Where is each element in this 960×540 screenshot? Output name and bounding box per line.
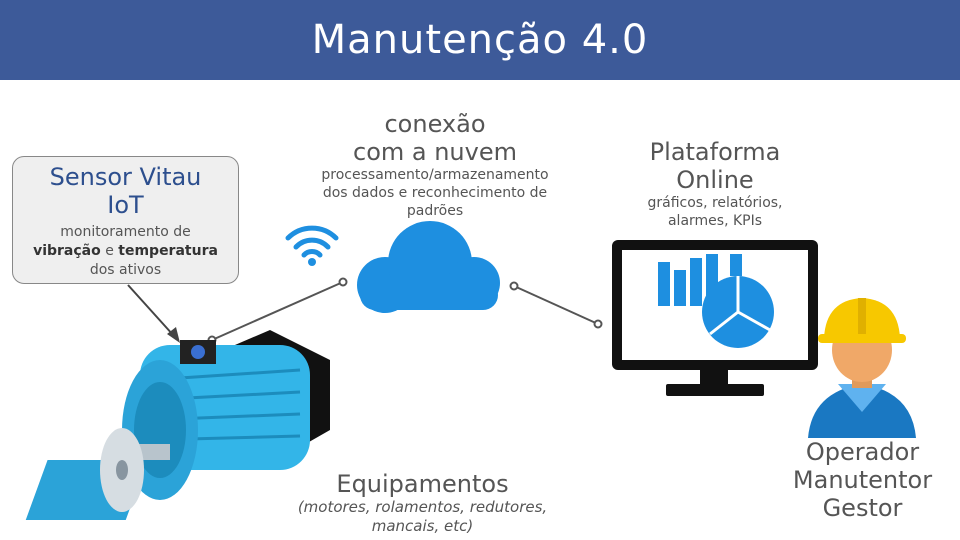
cloud-title-line2: com a nuvem: [353, 138, 517, 166]
sensor-desc-bold2: temperatura: [118, 243, 218, 259]
users-line2: Manutentor: [792, 466, 933, 494]
connection-lines: [207, 277, 603, 345]
platform-title-line1: Plataforma: [649, 138, 781, 166]
platform-label: Plataforma Online gráficos, relatórios, …: [620, 138, 810, 230]
platform-desc-line1: gráficos, relatórios,: [647, 195, 783, 211]
bar-chart-icon: [658, 254, 742, 306]
header-bar: [0, 0, 960, 80]
sensor-title-line1: Sensor Vitau: [49, 163, 202, 191]
monitor-icon: [612, 240, 818, 396]
users-label: Operador Manutentor Gestor: [770, 438, 955, 522]
sensor-desc-line2: vibração e temperatura: [13, 242, 238, 261]
equipment-desc-line1: (motores, rolamentos, redutores,: [297, 498, 548, 516]
equipment-label: Equipamentos (motores, rolamentos, redut…: [280, 470, 565, 536]
equipment-desc-line2: mancais, etc): [371, 517, 474, 535]
sensor-description: monitoramento de vibração e temperatura …: [13, 223, 238, 280]
callout-arrow: [127, 284, 180, 343]
platform-title-line2: Online: [676, 166, 754, 194]
worker-icon: [808, 298, 916, 438]
wifi-icon: [285, 225, 339, 266]
cloud-icon: [357, 221, 500, 313]
users-line3: Gestor: [822, 494, 903, 522]
equipment-title: Equipamentos: [336, 470, 509, 498]
page-title: Manutenção 4.0: [311, 17, 649, 63]
pie-chart-icon: [702, 276, 774, 348]
cloud-label: conexão com a nuvem processamento/armaze…: [300, 110, 570, 220]
sensor-title-line2: IoT: [107, 191, 144, 219]
sensor-desc-bold1: vibração: [33, 243, 101, 259]
cloud-desc-line2: dos dados e reconhecimento de: [322, 185, 548, 201]
cloud-desc-line3: padrões: [406, 203, 464, 219]
platform-desc-line2: alarmes, KPIs: [667, 213, 763, 229]
sensor-desc-line3: dos ativos: [89, 262, 162, 278]
sensor-desc-line1: monitoramento de: [60, 224, 191, 240]
sensor-title: Sensor Vitau IoT: [13, 163, 238, 219]
cloud-desc-line1: processamento/armazenamento: [321, 167, 549, 183]
sensor-desc-mid: e: [100, 243, 119, 259]
users-line1: Operador: [805, 438, 920, 466]
sensor-callout: Sensor Vitau IoT monitoramento de vibraç…: [12, 156, 239, 284]
cloud-title-line1: conexão: [384, 110, 486, 138]
